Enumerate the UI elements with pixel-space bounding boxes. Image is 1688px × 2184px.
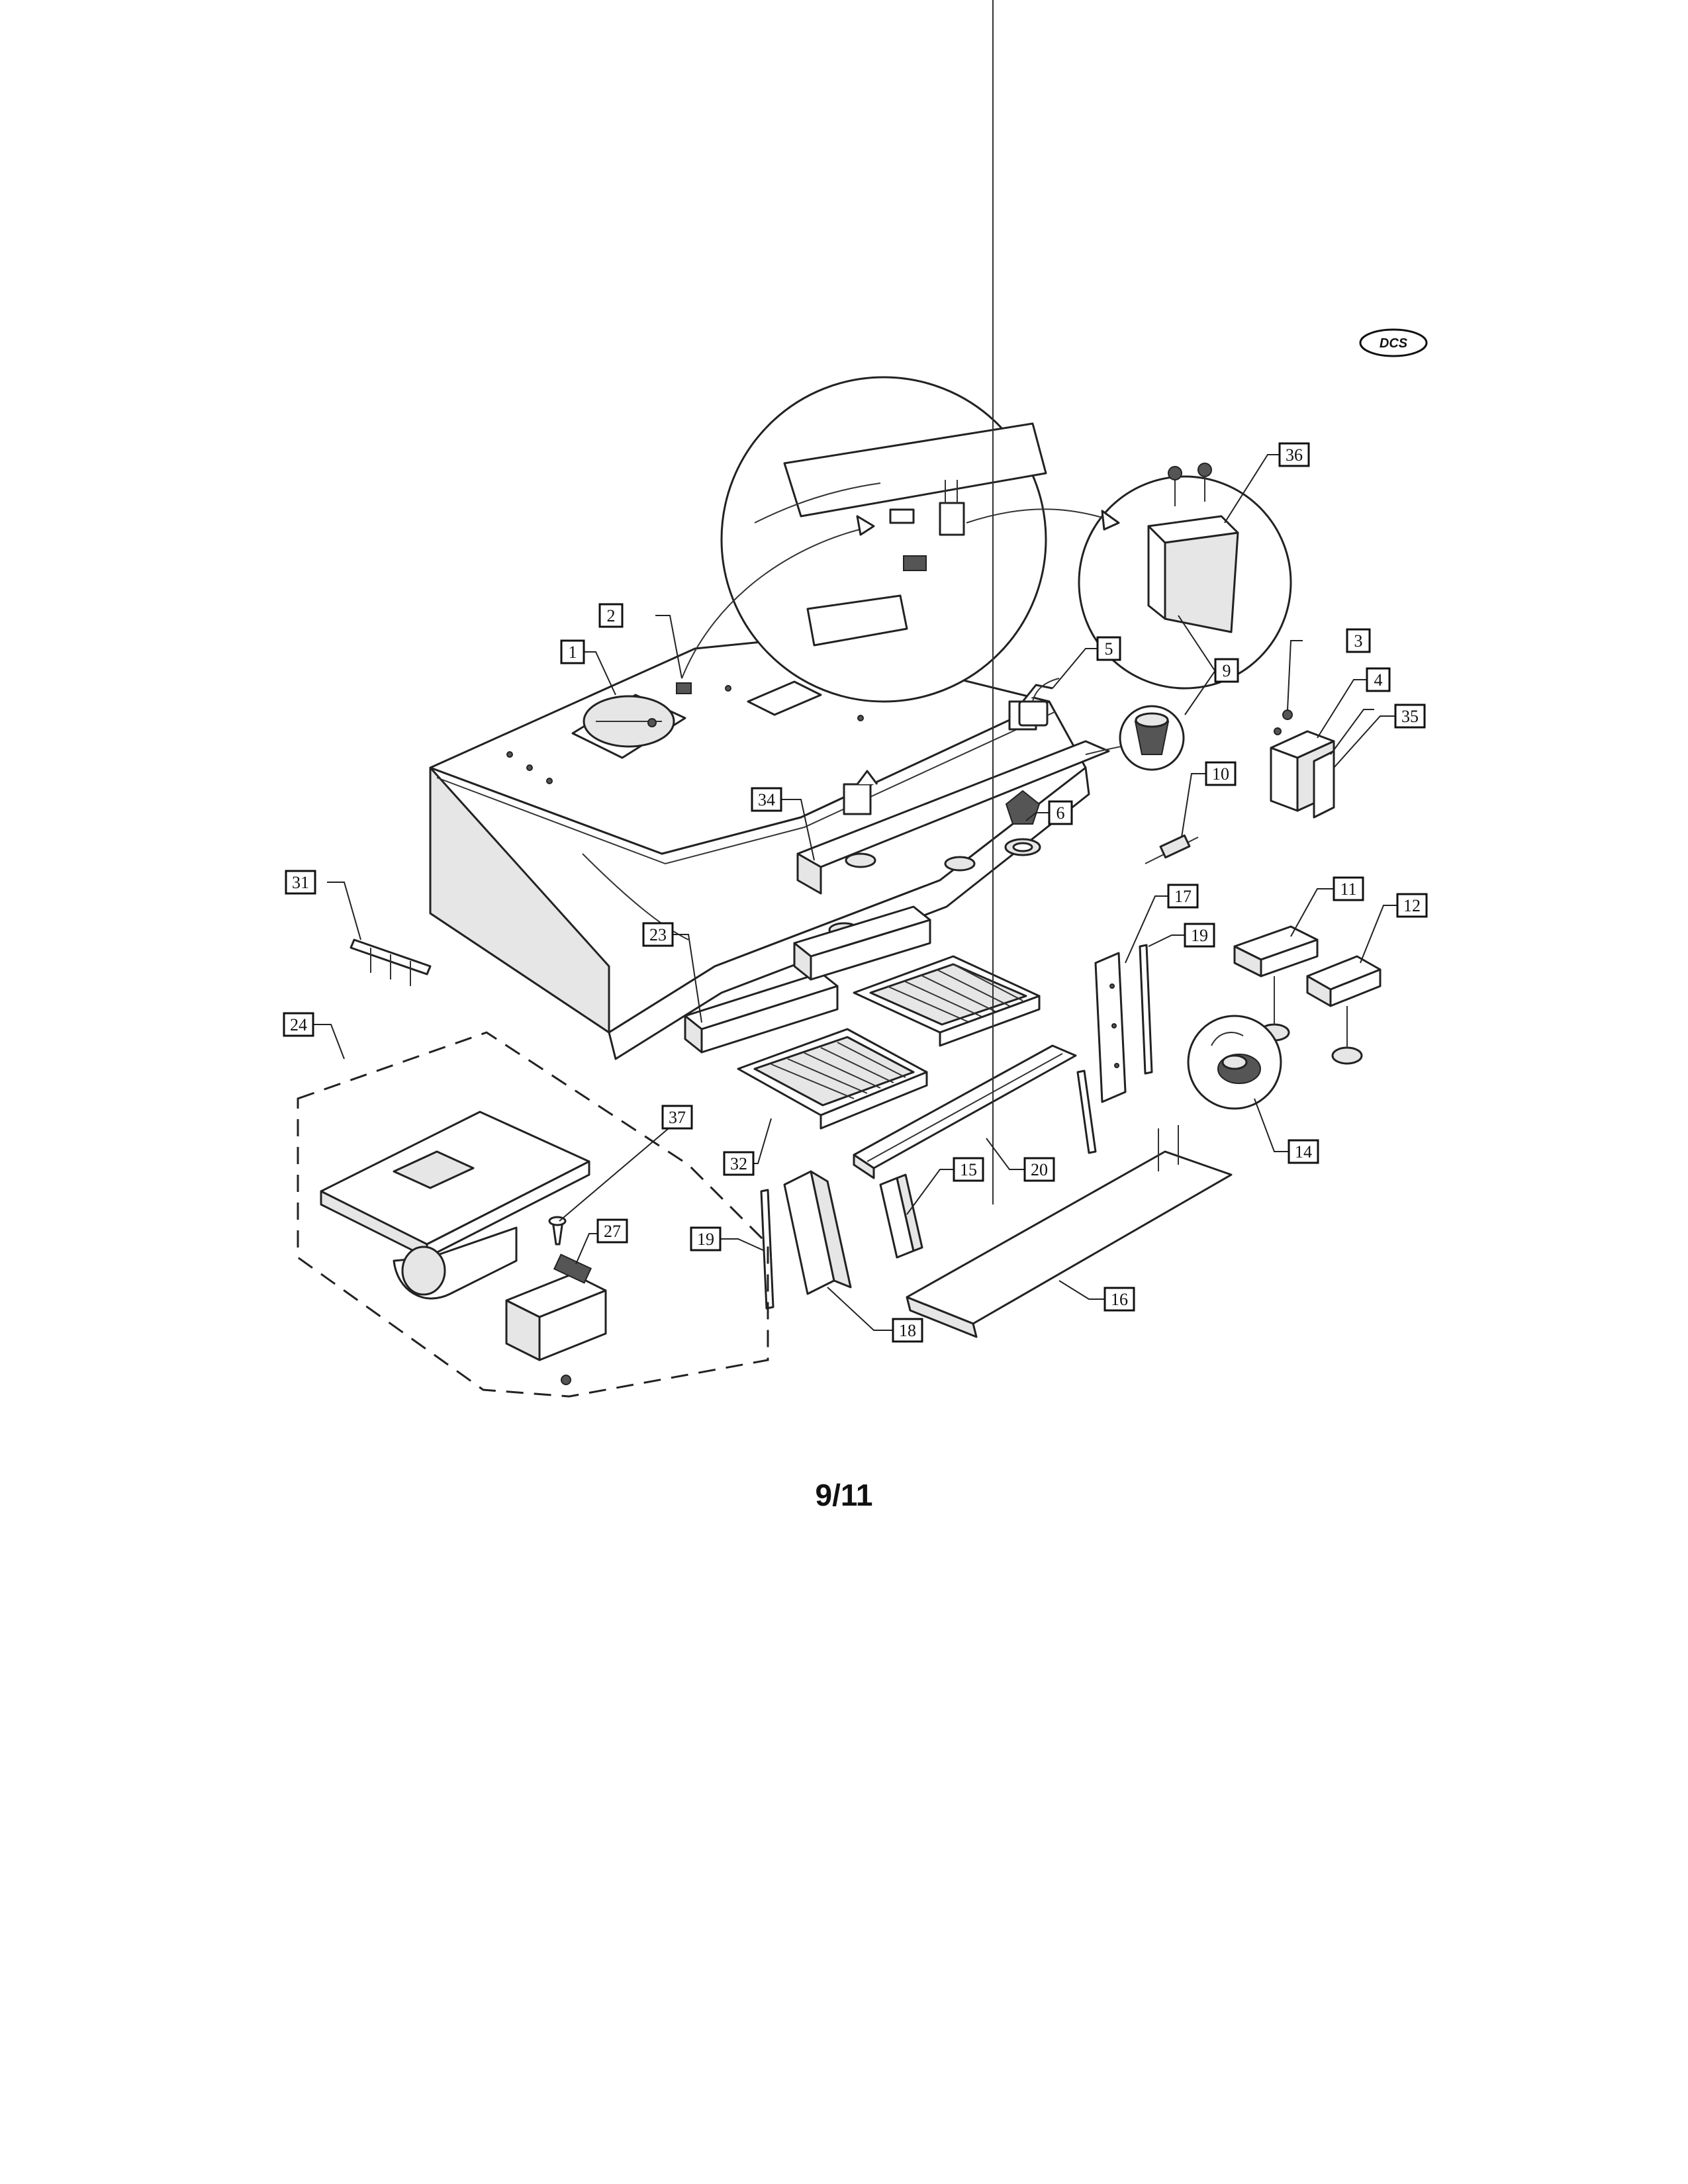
callout-label: 10 [1212, 764, 1229, 784]
callout-14: 14 [1288, 1139, 1319, 1164]
small-strip [1076, 1069, 1097, 1154]
callout-5: 5 [1096, 636, 1121, 661]
grease-tray-left [684, 972, 839, 1054]
callout-label: 3 [1354, 631, 1363, 651]
callout-4: 4 [1366, 667, 1391, 692]
bulb-detail [1119, 705, 1185, 771]
callout-2: 2 [598, 603, 624, 628]
callout-label: 16 [1111, 1290, 1128, 1309]
front-rail-part [853, 1044, 1077, 1179]
callout-34: 34 [751, 787, 782, 812]
callout-1: 1 [560, 639, 585, 664]
callout-12: 12 [1396, 893, 1428, 918]
callout-35: 35 [1394, 704, 1426, 729]
callout-label: 37 [669, 1108, 686, 1127]
blower-assembly-group [297, 1031, 769, 1398]
callout-24: 24 [283, 1012, 314, 1037]
callout-19-right: 19 [1184, 923, 1215, 948]
callout-label: 6 [1056, 803, 1065, 823]
callout-32: 32 [723, 1151, 755, 1176]
callout-label: 2 [607, 606, 616, 625]
callout-16: 16 [1103, 1287, 1135, 1312]
callout-18: 18 [892, 1318, 923, 1343]
callout-label: 27 [604, 1222, 621, 1241]
logo-text: DCS [1380, 336, 1408, 351]
baffle-filter-left [737, 1028, 928, 1130]
duct-collar-part [571, 694, 686, 759]
callout-label: 20 [1031, 1160, 1048, 1179]
side-bracket-tall [1094, 952, 1127, 1103]
grease-tray-right [793, 905, 931, 981]
switch-left-part [1233, 925, 1319, 1042]
fuse-part [1145, 834, 1199, 864]
side-bracket-lower [783, 1170, 852, 1295]
callout-10: 10 [1205, 761, 1237, 786]
junction-box-part [1270, 709, 1335, 819]
callout-20: 20 [1023, 1157, 1055, 1182]
callout-9: 9 [1214, 658, 1239, 683]
knob-detail [1187, 1015, 1282, 1110]
mounting-detail-circle [720, 376, 1047, 703]
callout-label: 35 [1401, 707, 1419, 726]
callout-17: 17 [1167, 884, 1199, 909]
halogen-lamp-part [1004, 790, 1041, 856]
page-number: 9/11 [815, 1478, 873, 1512]
lamp-socket-part [1018, 678, 1060, 727]
callout-label: 4 [1374, 670, 1383, 690]
callout-15: 15 [953, 1157, 984, 1182]
callout-label: 9 [1223, 661, 1231, 680]
callout-label: 12 [1403, 896, 1421, 915]
callout-6: 6 [1048, 800, 1073, 825]
callout-23: 23 [642, 922, 674, 947]
callout-label: 23 [649, 925, 667, 944]
callout-label: 19 [1191, 926, 1208, 945]
callout-label: 1 [569, 643, 577, 662]
baffle-filter-right [853, 955, 1041, 1047]
callout-37: 37 [661, 1105, 693, 1130]
callout-3: 3 [1346, 628, 1371, 653]
detail-arrows [681, 508, 1120, 679]
callout-label: 14 [1295, 1142, 1312, 1161]
callout-label: 24 [290, 1015, 307, 1034]
callout-label: 17 [1174, 887, 1192, 906]
callout-label: 19 [697, 1230, 714, 1249]
callout-label: 5 [1105, 639, 1113, 659]
callout-27: 27 [596, 1218, 628, 1244]
callout-11: 11 [1333, 876, 1364, 901]
bracket-detail-circle [1078, 463, 1292, 690]
callout-label: 36 [1286, 445, 1303, 465]
trim-strip-right [1139, 944, 1153, 1075]
callout-label: 32 [730, 1154, 747, 1173]
callout-label: 34 [758, 790, 775, 809]
callout-31: 31 [285, 870, 316, 895]
callout-label: 15 [960, 1160, 977, 1179]
callout-19-left: 19 [690, 1226, 722, 1251]
callout-label: 31 [292, 873, 309, 892]
relay-part [676, 682, 692, 694]
end-cap-part [879, 1173, 923, 1259]
callout-label: 18 [899, 1321, 916, 1340]
bottom-channel-part [906, 0, 1233, 1338]
callout-label: 11 [1340, 880, 1356, 899]
callout-36: 36 [1278, 442, 1310, 467]
dcs-logo: DCS [1359, 328, 1428, 357]
switch-right-part [1306, 955, 1382, 1065]
mounting-bracket-part [350, 938, 432, 986]
